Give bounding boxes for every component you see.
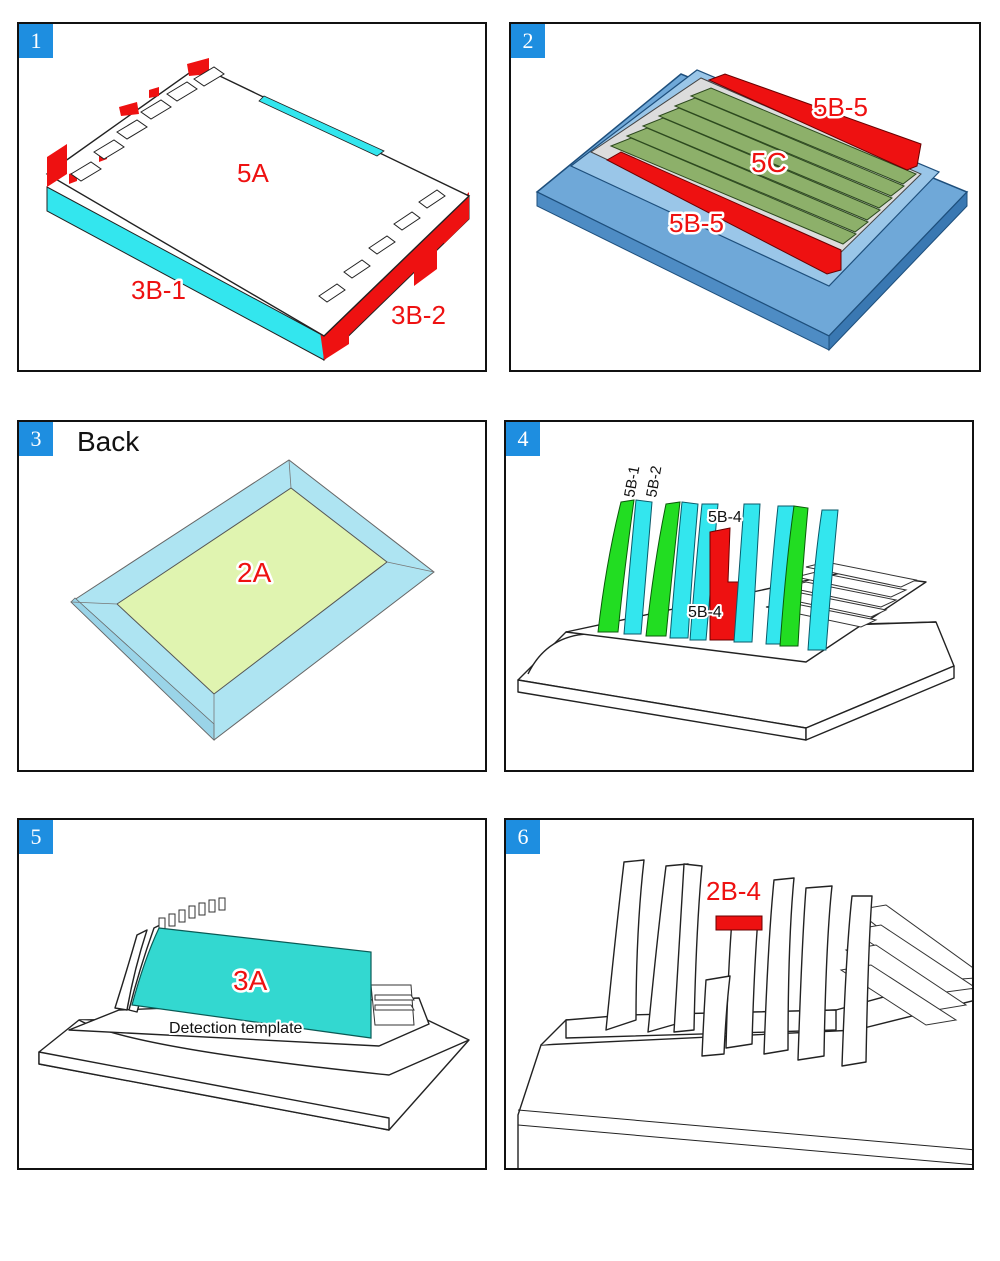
- label-5b-5-top: 5B-5: [813, 92, 868, 122]
- step-number-badge: 6: [506, 820, 540, 854]
- part-5a: [45, 65, 471, 337]
- panel-6-illustration: 2B-4: [517, 859, 972, 1168]
- part-5b-5-bottom: [605, 151, 842, 275]
- part-5b-5-top: [707, 73, 922, 171]
- panel-2-illustration: 5B-5 5C 5B-5: [535, 69, 969, 352]
- label-2a: 2A: [237, 557, 272, 588]
- panel-title: Back: [77, 426, 140, 457]
- panel-5: 5 3A Detection template: [17, 818, 487, 1170]
- panel-6: 6 2B-4: [504, 818, 974, 1170]
- step-number-badge: 2: [511, 24, 545, 58]
- step-number-badge: 5: [19, 820, 53, 854]
- label-detection-template: Detection template: [169, 1020, 303, 1037]
- label-3a: 3A: [233, 965, 268, 996]
- panel-1: 1 5A 3B: [17, 22, 487, 372]
- label-5c: 5C: [751, 147, 787, 178]
- step-number-badge: 4: [506, 422, 540, 456]
- label-5a: 5A: [237, 158, 269, 188]
- step-number-badge: 1: [19, 24, 53, 58]
- label-5b-4-bottom: 5B-4: [688, 604, 722, 621]
- label-5b-1: 5B-1: [621, 465, 643, 499]
- label-2b-4: 2B-4: [706, 876, 761, 906]
- panel-5-illustration: 3A Detection template: [38, 897, 470, 1131]
- panel-3-illustration: 2A: [70, 459, 435, 741]
- panel-4-illustration: 5B-1 5B-2 5B-4 5B-4: [517, 463, 955, 741]
- panel-3: 3 Back 2A: [17, 420, 487, 772]
- step-number-badge: 3: [19, 422, 53, 456]
- part-3a-detection-template: [131, 927, 372, 1039]
- panel-2: 2 5B-5 5C 5B-5: [509, 22, 981, 372]
- label-3b-1: 3B-1: [131, 275, 186, 305]
- label-5b-5-bottom: 5B-5: [669, 208, 724, 238]
- label-3b-2: 3B-2: [391, 300, 446, 330]
- panel-4: 4 5B-1 5B-2 5B-4 5B-4: [504, 420, 974, 772]
- part-5c: [609, 87, 917, 245]
- panel-1-illustration: 5A 3B-1 3B-2: [45, 58, 471, 362]
- label-5b-4-top: 5B-4: [708, 509, 742, 526]
- part-2b-4: [715, 915, 763, 931]
- part-5b-1: [597, 499, 635, 633]
- label-5b-2: 5B-2: [643, 465, 665, 499]
